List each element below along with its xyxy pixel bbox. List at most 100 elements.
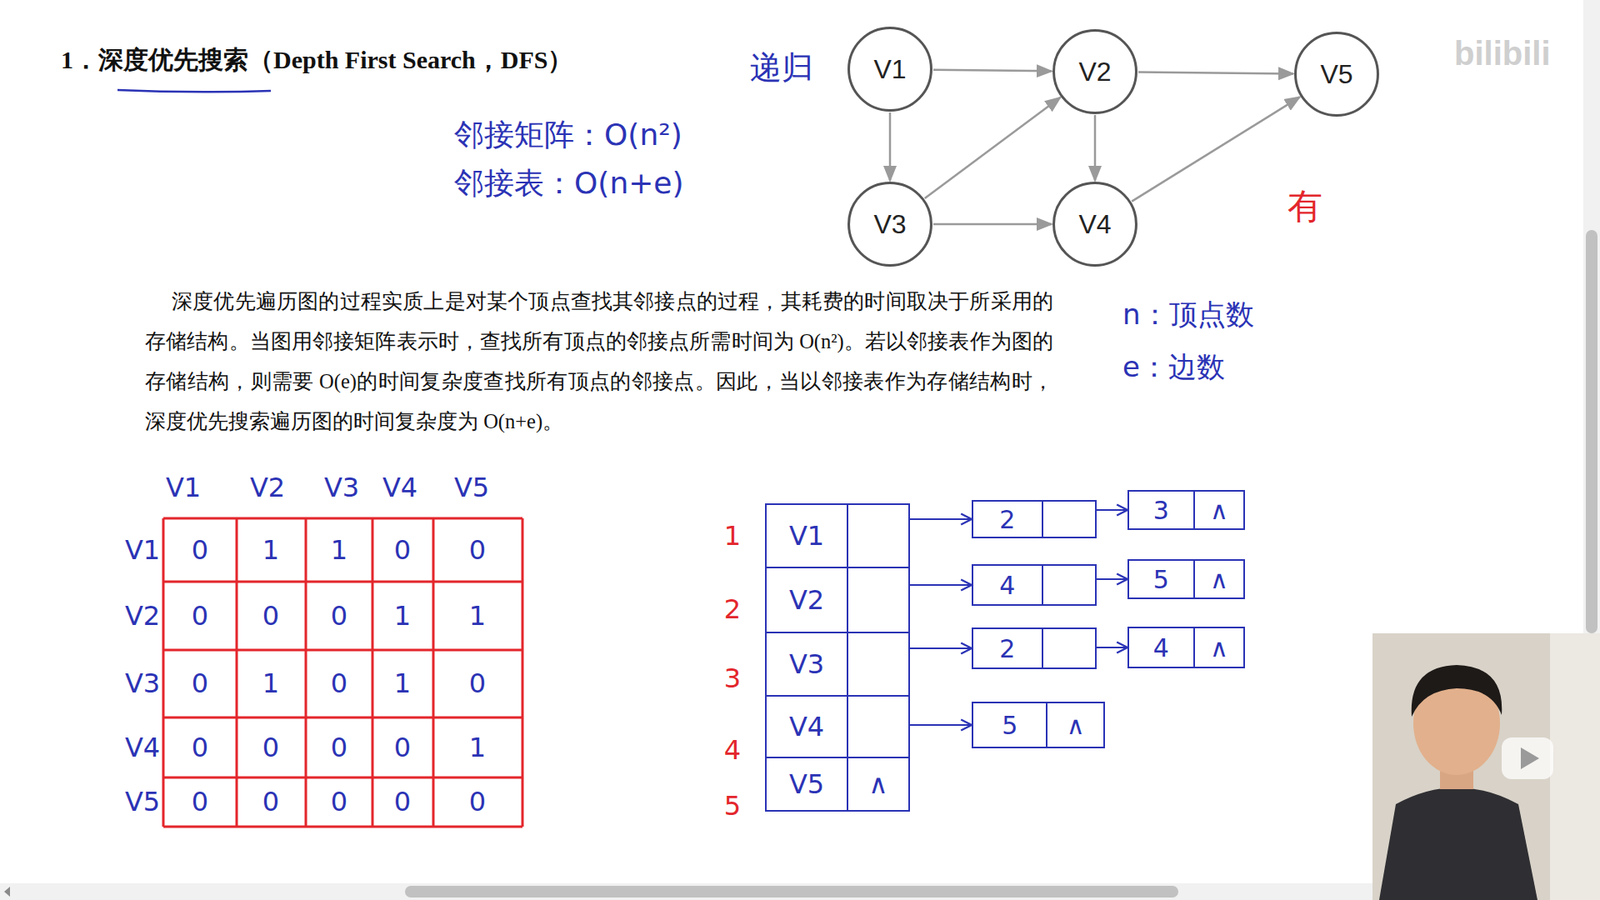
pointer-cell — [1041, 629, 1095, 668]
vertex-index: 5 — [1153, 565, 1170, 595]
data-cell: 4 — [1129, 628, 1194, 667]
handwritten-note-wrap: 邻接表：O(n+e) — [454, 163, 685, 205]
matrix-cell-wrap: 0 — [191, 600, 209, 632]
list-index: 3 — [724, 662, 741, 695]
handwritten-note: n：顶点数 — [1122, 297, 1255, 331]
list-pointer — [910, 518, 972, 520]
vertex-circle — [849, 28, 932, 111]
matrix-cell-wrap: 0 — [330, 785, 348, 818]
list-node: 4 — [971, 564, 1097, 606]
matrix-column-header: V2 — [250, 471, 285, 504]
title-block: 1．深度优先搜索（Depth First Search，DFS） — [60, 43, 573, 78]
vertex-circle — [849, 183, 932, 266]
matrix-column-header-wrap: V1 — [165, 471, 201, 504]
data-cell: 4 — [973, 565, 1042, 605]
matrix-row-header: V1 — [125, 534, 160, 566]
matrix-cell: 0 — [394, 731, 411, 764]
vertex-index: 4 — [999, 570, 1015, 600]
vertex-label: V3 — [873, 209, 906, 240]
vertex-name: V5 — [789, 768, 825, 800]
list-pointer — [910, 724, 972, 726]
matrix-grid-line — [305, 518, 308, 827]
matrix-cell: 1 — [394, 600, 411, 632]
matrix-row-header-wrap: V2 — [125, 600, 160, 632]
matrix-cell: 0 — [262, 600, 280, 632]
matrix-cell-wrap: 1 — [469, 600, 486, 632]
matrix-row-header: V5 — [125, 785, 160, 818]
list-index-wrap: 4 — [724, 734, 741, 766]
scrollbar-thumb — [405, 885, 1179, 898]
vertex-index: 2 — [999, 634, 1015, 664]
vertex-circle — [1054, 30, 1137, 114]
vertex-name: V2 — [789, 584, 825, 616]
matrix-column-header: V5 — [454, 471, 490, 504]
matrix-cell-wrap: 1 — [262, 534, 280, 566]
vertex-cell: V5 — [766, 758, 847, 810]
graph-vertex: V4 — [1052, 181, 1138, 267]
matrix-cell: 0 — [191, 785, 209, 818]
presenter-body — [1379, 787, 1538, 900]
adjacency-list-head: V2 — [765, 566, 910, 634]
adjacency-list-head: V5 ∧ — [765, 756, 910, 812]
matrix-cell: 0 — [191, 534, 209, 566]
list-node: 2 — [971, 500, 1097, 539]
matrix-grid-line — [163, 580, 523, 584]
pointer-cell — [1041, 565, 1095, 605]
list-index-wrap: 2 — [724, 593, 741, 625]
matrix-cell-wrap: 0 — [330, 600, 348, 632]
pointer-cell — [846, 696, 909, 757]
handwritten-note-wrap: n：顶点数 — [1122, 295, 1255, 335]
matrix-row-header-wrap: V4 — [125, 731, 160, 764]
matrix-grid-line — [163, 649, 523, 652]
list-index: 4 — [724, 734, 741, 766]
list-index: 5 — [724, 790, 741, 822]
matrix-cell-wrap: 0 — [191, 534, 209, 566]
matrix-cell: 1 — [394, 667, 411, 700]
handwritten-note: 邻接矩阵：O(n²) — [454, 117, 683, 152]
video-inset — [1372, 633, 1600, 900]
graph-arc — [933, 70, 1052, 72]
matrix-grid-line — [163, 825, 523, 829]
vertex-circle — [1295, 33, 1379, 116]
matrix-cell: 1 — [469, 731, 486, 764]
data-cell: 5 — [1129, 560, 1194, 598]
pointer-cell — [1041, 501, 1095, 537]
matrix-cell-wrap: 0 — [191, 667, 209, 700]
list-node: 2 — [971, 627, 1097, 670]
matrix-row-header-wrap: V3 — [125, 667, 160, 700]
matrix-cell-wrap: 0 — [262, 600, 280, 632]
list-pointer — [1096, 646, 1128, 649]
matrix-cell: 1 — [469, 600, 486, 632]
graph-arc — [1131, 96, 1300, 201]
adjacency-list-head: V3 — [765, 631, 910, 697]
vertex-index: 5 — [1001, 710, 1018, 740]
graph-arc — [889, 112, 892, 181]
scrollbar-track — [0, 883, 1373, 900]
matrix-cell: 0 — [330, 667, 348, 700]
pointer-cell: ∧ — [846, 758, 909, 810]
list-node: 5∧ — [1127, 559, 1245, 600]
graph-arc — [1094, 115, 1097, 181]
hand-underline — [117, 90, 271, 92]
vertex-name: V1 — [789, 520, 825, 552]
watermark: bilibili — [1454, 35, 1551, 72]
matrix-cell-wrap: 0 — [330, 667, 348, 700]
vertex-index: 4 — [1153, 633, 1170, 663]
graph-arc — [1138, 72, 1294, 75]
pointer-cell — [846, 505, 909, 567]
adjacency-list-head: V1 — [765, 503, 910, 569]
pointer-cell: ∧ — [1193, 628, 1244, 667]
list-pointer — [910, 647, 972, 650]
list-index: 1 — [724, 520, 741, 552]
play-button — [1501, 737, 1554, 780]
matrix-cell: 0 — [394, 785, 411, 818]
handwritten-note: 有 — [1287, 185, 1323, 227]
matrix-cell: 0 — [262, 785, 280, 818]
vertex-cell: V2 — [766, 568, 847, 632]
vertex-label: V4 — [1078, 209, 1111, 240]
matrix-grid-line — [521, 518, 525, 827]
pointer-cell: ∧ — [1193, 491, 1244, 529]
list-pointer — [910, 584, 972, 586]
matrix-column-header-wrap: V4 — [382, 471, 418, 504]
